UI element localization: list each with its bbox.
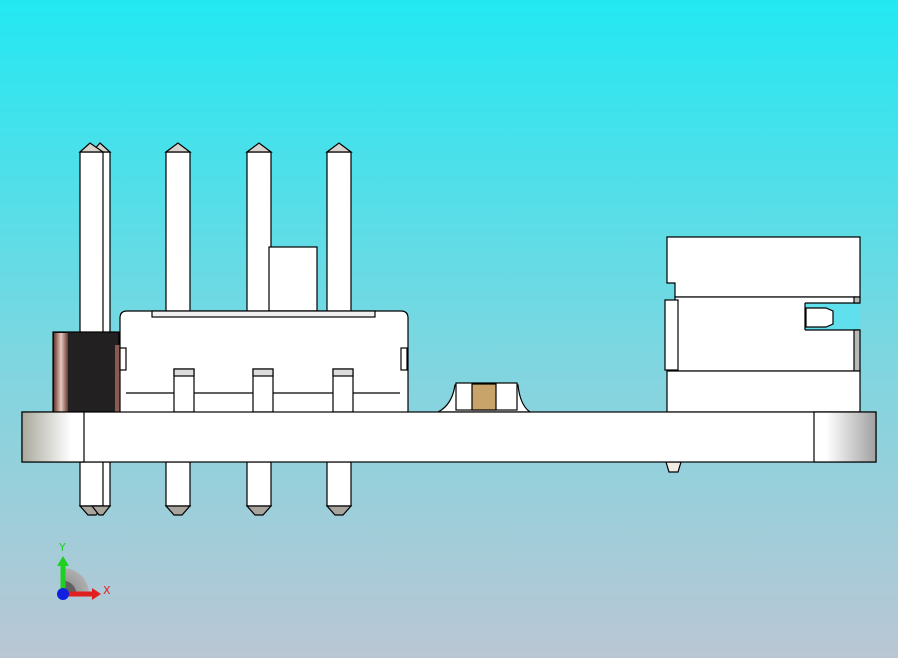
switch-actuator [268, 246, 318, 312]
connector-housing [119, 310, 409, 413]
smd-component [437, 382, 532, 413]
z-axis-dot [57, 588, 69, 600]
orientation-triad[interactable]: Y X [57, 541, 111, 600]
right-connector [664, 236, 861, 473]
header-pins-bottom [78, 461, 353, 516]
pcb-board [21, 411, 877, 463]
y-axis-label: Y [58, 541, 66, 554]
x-axis-label: X [103, 584, 111, 597]
dark-component [52, 331, 123, 413]
triad-arc [63, 568, 89, 594]
